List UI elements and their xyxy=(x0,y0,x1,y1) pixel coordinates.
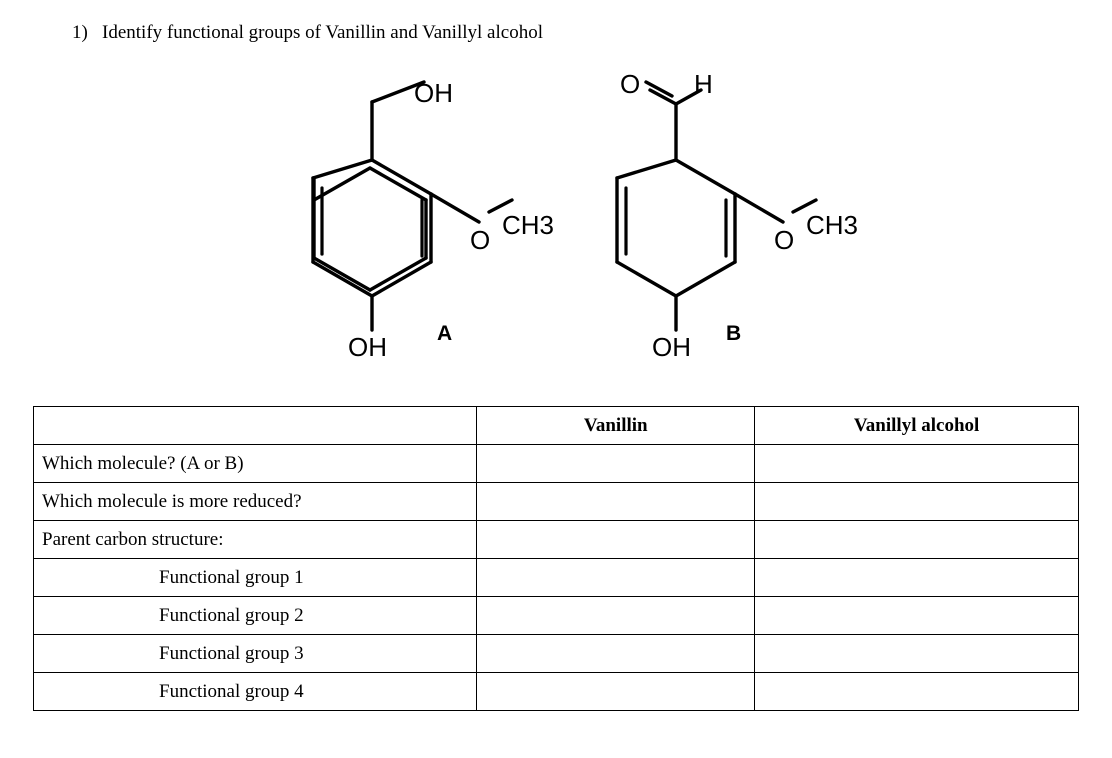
row-label-functional-group-3: Functional group 3 xyxy=(32,634,478,673)
cell-vanillin-6[interactable] xyxy=(476,672,756,711)
atom-label-ch3-b: CH3 xyxy=(806,210,858,240)
table-head: Vanillin Vanillyl alcohol xyxy=(32,406,1079,445)
cell-vanillyl-0[interactable] xyxy=(754,444,1079,483)
question-text: Identify functional groups of Vanillin a… xyxy=(102,22,543,43)
atom-label-oh-a-top: OH xyxy=(414,78,453,108)
row-label-functional-group-4: Functional group 4 xyxy=(32,672,478,711)
row-label-functional-group-1: Functional group 1 xyxy=(32,558,478,597)
row-label-parent-carbon: Parent carbon structure: xyxy=(32,520,478,559)
table-row: Functional group 4 xyxy=(32,672,1079,711)
table-body: Which molecule? (A or B) Which molecule … xyxy=(32,444,1079,711)
molecule-a: OH OH O CH3 xyxy=(311,78,554,362)
table-row: Functional group 3 xyxy=(32,634,1079,673)
cell-vanillyl-3[interactable] xyxy=(754,558,1079,597)
table-row: Parent carbon structure: xyxy=(32,520,1079,559)
table-row: Which molecule? (A or B) xyxy=(32,444,1079,483)
header-vanillin: Vanillin xyxy=(476,406,756,445)
chemical-structures-figure: OH OH O CH3 xyxy=(0,60,1112,362)
table-header-row: Vanillin Vanillyl alcohol xyxy=(32,406,1079,445)
table-row: Which molecule is more reduced? xyxy=(32,482,1079,521)
cell-vanillin-3[interactable] xyxy=(476,558,756,597)
atom-label-o-b: O xyxy=(774,225,794,255)
cell-vanillyl-5[interactable] xyxy=(754,634,1079,673)
row-label-which-molecule: Which molecule? (A or B) xyxy=(32,444,478,483)
molecule-b-label: B xyxy=(726,322,742,345)
structures-svg: OH OH O CH3 xyxy=(311,69,858,362)
table-row: Functional group 1 xyxy=(32,558,1079,597)
cell-vanillin-1[interactable] xyxy=(476,482,756,521)
cell-vanillyl-6[interactable] xyxy=(754,672,1079,711)
table-row: Functional group 2 xyxy=(32,596,1079,635)
cell-vanillin-5[interactable] xyxy=(476,634,756,673)
functional-groups-table: Vanillin Vanillyl alcohol Which molecule… xyxy=(32,406,1079,711)
cell-vanillin-4[interactable] xyxy=(476,596,756,635)
atom-label-ch3-a: CH3 xyxy=(502,210,554,240)
molecule-b: O H OH O CH3 xyxy=(615,69,858,362)
cell-vanillyl-4[interactable] xyxy=(754,596,1079,635)
molecule-a-label: A xyxy=(437,322,453,345)
cell-vanillin-2[interactable] xyxy=(476,520,756,559)
atom-label-o-b-carbonyl: O xyxy=(620,69,640,99)
header-blank xyxy=(32,406,478,445)
question-number: 1) xyxy=(72,22,88,43)
question-prompt: 1) Identify functional groups of Vanillin… xyxy=(72,22,543,44)
header-vanillyl-alcohol: Vanillyl alcohol xyxy=(754,406,1079,445)
cell-vanillyl-2[interactable] xyxy=(754,520,1079,559)
cell-vanillin-0[interactable] xyxy=(476,444,756,483)
row-label-functional-group-2: Functional group 2 xyxy=(32,596,478,635)
atom-label-oh-b-bottom: OH xyxy=(652,332,691,360)
atom-label-h-b: H xyxy=(694,69,713,99)
row-label-more-reduced: Which molecule is more reduced? xyxy=(32,482,478,521)
atom-label-o-a: O xyxy=(470,225,490,255)
atom-label-oh-a-bottom: OH xyxy=(348,332,387,360)
cell-vanillyl-1[interactable] xyxy=(754,482,1079,521)
